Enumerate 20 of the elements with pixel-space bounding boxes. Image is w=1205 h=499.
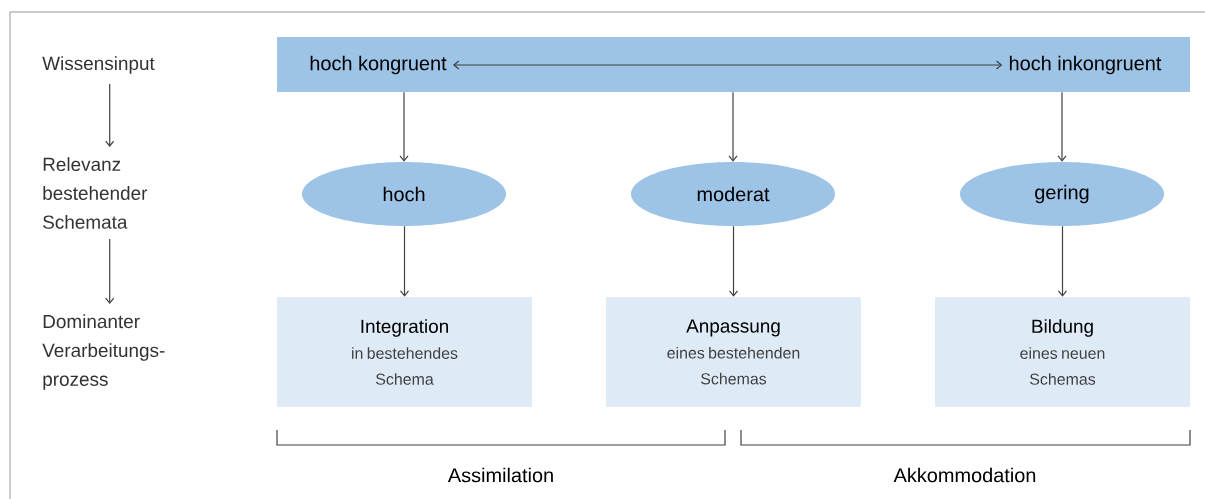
arrow xyxy=(399,225,410,297)
group-label: Assimilation xyxy=(447,467,553,483)
arrow xyxy=(1057,225,1068,297)
input-bar xyxy=(277,37,1190,92)
group-label: Akkommodation xyxy=(893,467,1036,483)
process-box: Anpassung eines bestehenden Schemas xyxy=(606,297,861,407)
arrow xyxy=(105,238,115,305)
row-label: Relevanz bestehender Schemata xyxy=(43,157,148,229)
arrow xyxy=(105,83,115,147)
process-box: Bildung eines neuen Schemas xyxy=(935,297,1190,407)
scale-label: hoch inkongruent xyxy=(1009,55,1162,75)
arrow xyxy=(728,91,738,162)
arrow xyxy=(728,225,739,297)
process-box: Integration in bestehendes Schema xyxy=(277,297,532,407)
arrow xyxy=(399,91,409,162)
row-label: Dominanter Verarbeitungs-prozess xyxy=(42,314,165,390)
scale-label: hoch kongruent xyxy=(310,55,447,75)
arrow xyxy=(452,60,1003,70)
arrow xyxy=(1057,91,1067,162)
row-label: Wissensinput xyxy=(42,56,155,74)
